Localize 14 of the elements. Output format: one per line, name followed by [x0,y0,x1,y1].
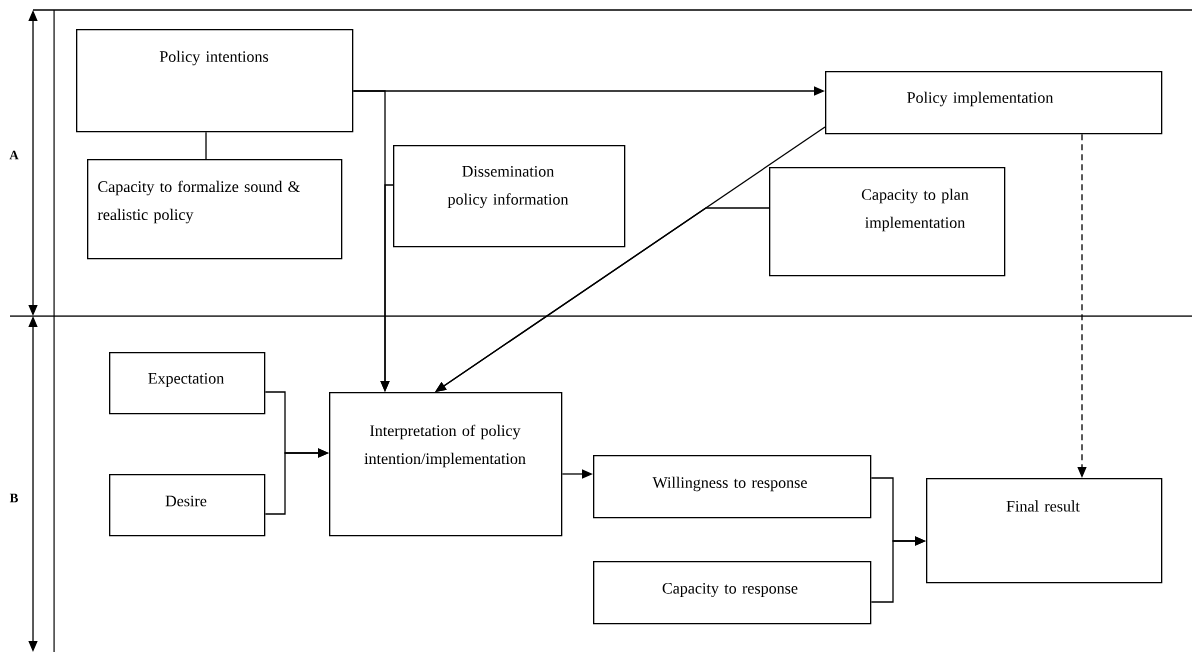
process-box: Desire [109,474,266,537]
process-box: Policy intentions [76,29,354,133]
section-label: B [7,491,21,505]
process-box: Capacity to response [593,561,872,625]
process-box: Capacity to plan implementation [769,167,1006,277]
process-box: Interpretation of policy intention/implementation [329,392,563,537]
process-box: Willingness to response [593,455,872,519]
process-box: Expectation [109,352,266,415]
process-box: Capacity to formalize sound & realistic policy [87,159,343,260]
process-box: Policy implementation [825,71,1163,135]
process-box: Final result [926,478,1163,584]
section-label: A [7,148,21,162]
arrow [435,207,770,392]
process-box: Dissemination policy information [393,145,626,248]
